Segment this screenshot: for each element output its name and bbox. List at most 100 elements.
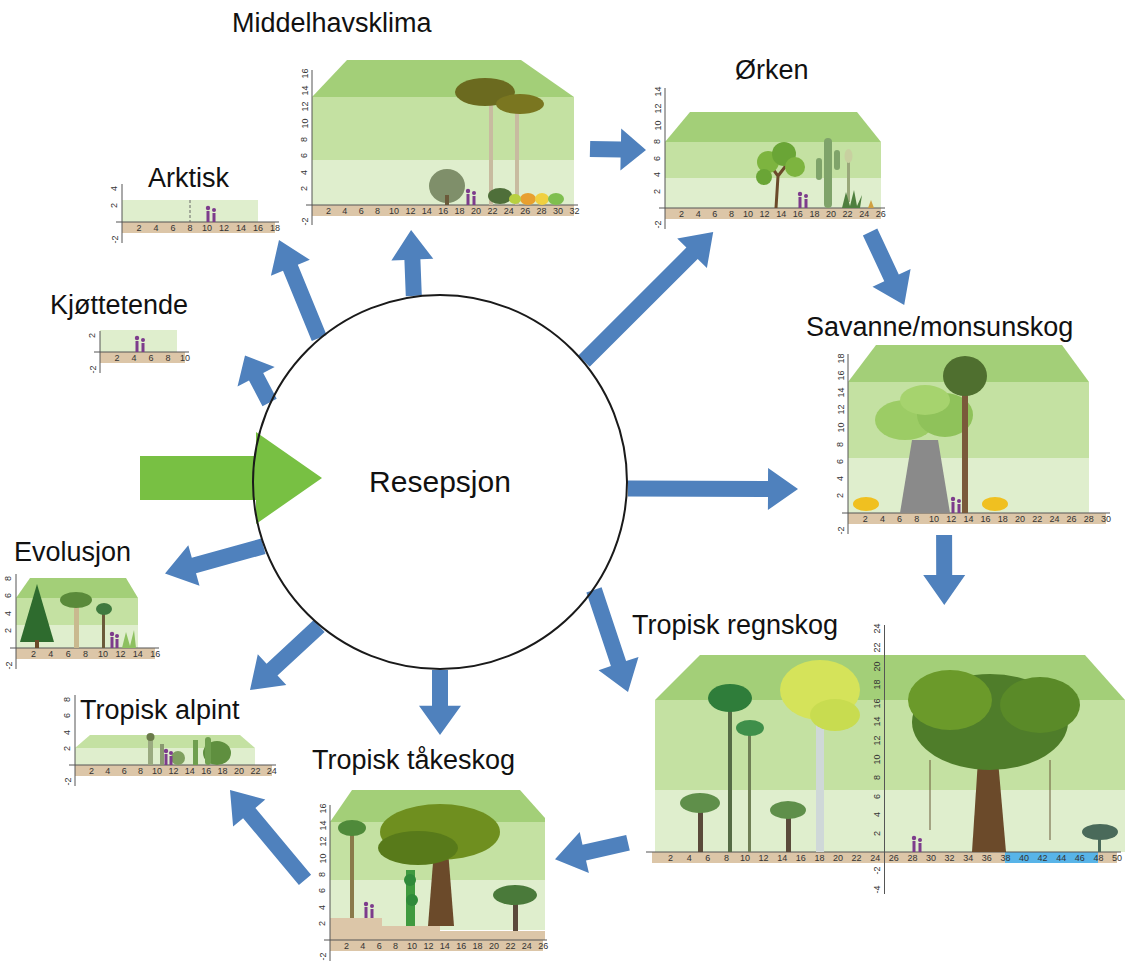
greenhouse-rainforest-part-part: [913, 841, 916, 852]
axis-tick-label: 10: [318, 853, 327, 863]
greenhouse-mediterranean-part: [535, 193, 549, 205]
greenhouse-rainforest-part: [912, 836, 922, 852]
greenhouse-mediterranean-part-part: [466, 189, 470, 193]
greenhouse-alpine-part-part: [164, 749, 168, 753]
greenhouse-rainforest-part: [1098, 832, 1101, 852]
greenhouse-carnivorous: [94, 330, 189, 373]
axis-tick-label: 18: [998, 515, 1008, 524]
greenhouse-rainforest-part-part: [919, 843, 922, 852]
greenhouse-arctic-part: [122, 184, 123, 243]
axis-tick-label: 14: [236, 224, 246, 233]
axis-tick-label: 24: [1049, 515, 1059, 524]
greenhouse-evolution: [10, 574, 159, 669]
greenhouse-cloudforest-part: [330, 805, 331, 961]
axis-tick-label: 10: [836, 422, 845, 432]
axis-tick-label: 4: [318, 905, 327, 910]
axis-tick-label: 2: [326, 207, 331, 216]
axis-tick-label: 10: [300, 118, 309, 128]
axis-tick-label: 6: [377, 942, 382, 951]
greenhouse-mediterranean-part: [509, 194, 521, 204]
greenhouse-mediterranean-part-part: [467, 194, 470, 205]
greenhouse-carnivorous-part-part: [135, 336, 139, 340]
axis-tick-label: 4: [131, 354, 136, 363]
greenhouse-savanna-part: [848, 513, 1106, 524]
greenhouse-carnivorous-part-part: [141, 338, 145, 342]
axis-tick-label: 2: [300, 186, 309, 191]
axis-tick-label: 22: [1032, 515, 1042, 524]
greenhouse-cloudforest-part: [493, 885, 537, 905]
axis-tick-label: 14: [777, 854, 787, 863]
greenhouse-desert-part: [824, 138, 832, 208]
axis-tick-label: 8: [63, 697, 72, 702]
axis-tick-label: 12: [946, 515, 956, 524]
greenhouse-alpine-part: [75, 765, 272, 776]
axis-tick-label: 12: [759, 854, 769, 863]
axis-tick-label: 8: [724, 854, 729, 863]
greenhouse-evolution-part-part: [115, 634, 119, 638]
greenhouse-arctic-part-part: [206, 206, 210, 210]
greenhouse-cloudforest-part: [350, 830, 354, 918]
greenhouse-title: Savanne/monsunskog: [806, 312, 1073, 343]
greenhouse-title: Tropisk regnskog: [632, 610, 838, 641]
axis-tick-label: 44: [1056, 854, 1066, 863]
greenhouse-arctic-part: [206, 206, 216, 222]
greenhouse-mediterranean-part: [515, 112, 519, 205]
greenhouse-rainforest-part: [816, 712, 824, 852]
greenhouse-alpine: [69, 695, 276, 786]
axis-tick-label: 18: [809, 210, 819, 219]
greenhouse-savanna-part-part: [848, 458, 1090, 513]
flow-arrow: [578, 232, 713, 367]
axis-tick-label: 6: [63, 713, 72, 718]
axis-tick-label: 16: [456, 942, 466, 951]
axis-tick-label: 48: [1093, 854, 1103, 863]
axis-tick-label: 4: [836, 476, 845, 481]
axis-tick-label: 14: [963, 515, 973, 524]
axis-tick-label: -2: [110, 235, 119, 243]
axis-tick-label: 16: [836, 370, 845, 380]
axis-tick-label: 8: [393, 942, 398, 951]
axis-tick-label: 26: [876, 210, 886, 219]
greenhouse-alpine-part: [148, 738, 153, 765]
axis-tick-label: 26: [520, 207, 530, 216]
axis-tick-label: 6: [170, 224, 175, 233]
greenhouse-desert-part: [785, 157, 805, 177]
greenhouse-desert-part: [798, 192, 808, 208]
axis-tick-label: 32: [945, 854, 955, 863]
axis-tick-label: 14: [422, 207, 432, 216]
axis-tick-label: -2: [653, 221, 662, 229]
greenhouse-rainforest-part: [770, 801, 806, 819]
axis-tick-label: 8: [836, 442, 845, 447]
flow-arrow: [419, 670, 461, 735]
greenhouse-title: Arktisk: [148, 163, 229, 194]
flow-arrow: [555, 832, 630, 873]
axis-tick-label: 18: [218, 767, 228, 776]
greenhouse-cloudforest-part: [330, 786, 546, 930]
flow-arrow: [238, 356, 277, 407]
axis-tick-label: 14: [836, 388, 845, 398]
axis-tick-label: 40: [1019, 854, 1029, 863]
axis-tick-label: 4: [687, 854, 692, 863]
axis-tick-label: 14: [318, 820, 327, 830]
axis-tick-label: 8: [318, 872, 327, 877]
greenhouse-evolution-part: [35, 640, 39, 648]
axis-tick-label: 14: [873, 717, 882, 727]
axis-tick-label: 6: [300, 153, 309, 158]
axis-tick-label: 22: [843, 210, 853, 219]
axis-tick-label: 12: [653, 103, 662, 113]
axis-tick-label: 2: [4, 628, 13, 633]
axis-tick-label: 6: [712, 210, 717, 219]
greenhouse-alpine-part: [171, 751, 185, 765]
axis-tick-label: 8: [653, 139, 662, 144]
greenhouse-rainforest-part: [680, 793, 720, 813]
axis-tick-label: 12: [168, 767, 178, 776]
axis-tick-label: 20: [471, 207, 481, 216]
axis-tick-label: 22: [852, 854, 862, 863]
axis-tick-label: 10: [98, 650, 108, 659]
axis-tick-label: 14: [185, 767, 195, 776]
greenhouse-savanna-part: [848, 354, 849, 534]
axis-tick-label: 4: [153, 224, 158, 233]
axis-tick-label: 10: [180, 354, 190, 363]
greenhouse-savanna-part: [900, 440, 950, 513]
greenhouse-evolution-part: [10, 648, 159, 649]
axis-tick-label: 4: [300, 170, 309, 175]
